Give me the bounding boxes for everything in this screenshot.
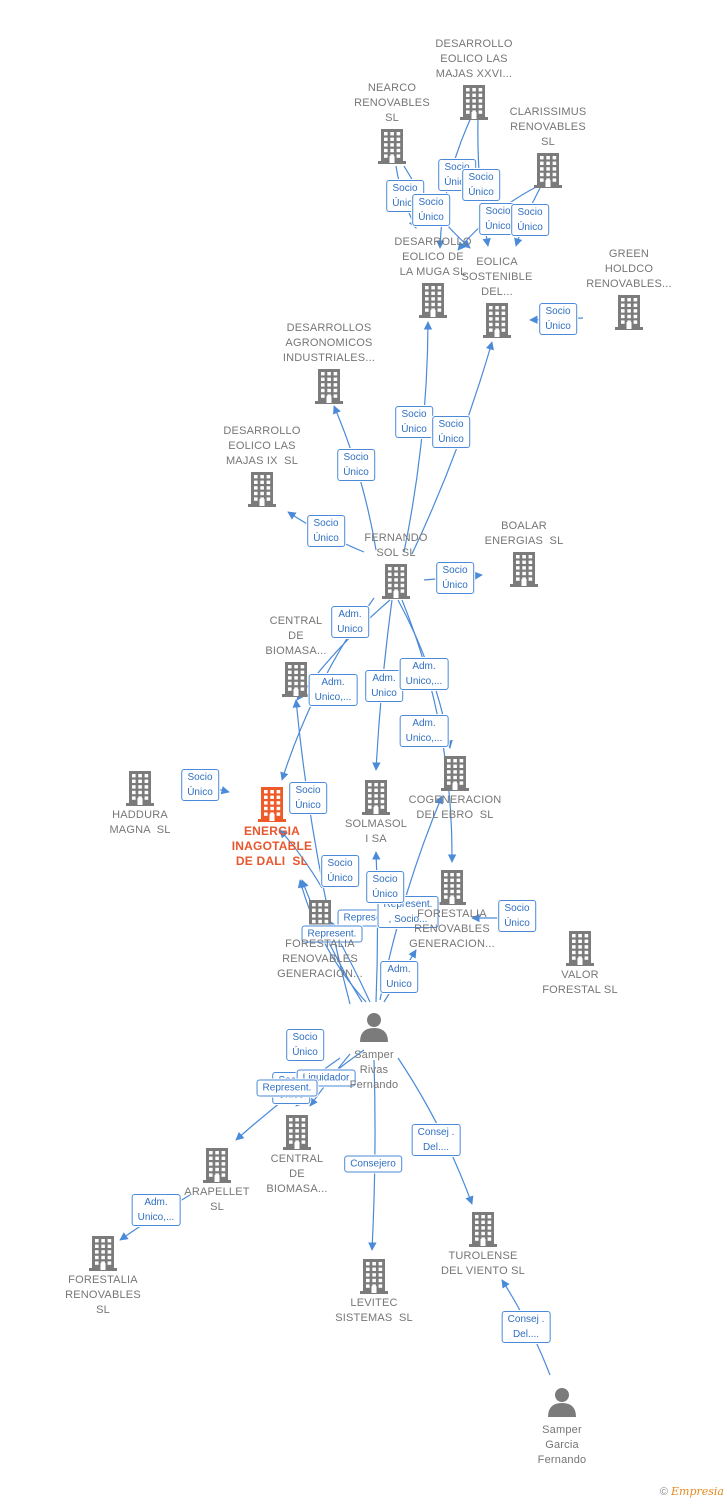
node-label-solmasol[interactable]: SOLMASOL I SA [344,818,408,845]
relation-edge-samper_rivas-to-energia_dali [297,879,367,1003]
relation-edge-forestalia_mid-to-energia_dali [279,829,323,889]
building-icon[interactable] [315,369,343,404]
relation-label[interactable]: Consej . Del.... [501,1311,551,1343]
person-icon[interactable] [360,1013,388,1042]
building-icon[interactable] [460,85,488,120]
relation-label[interactable]: Adm. Unico [331,606,369,638]
relation-edge-fernando_sol-to-eolica_sostenible [411,341,494,555]
building-icon[interactable] [438,870,466,905]
relation-label[interactable]: Socio Único [498,900,536,932]
building-icon[interactable] [282,662,310,697]
relation-label[interactable]: Adm. Unico,... [399,715,449,747]
relation-label[interactable]: Socio Único [395,406,433,438]
node-label-energia_dali[interactable]: ENERGIA INAGOTABLE DE DALI SL [231,824,313,868]
relation-label[interactable]: Socio Único [181,769,219,801]
node-label-forestalia_sl[interactable]: FORESTALIA RENOVABLES SL [65,1274,141,1316]
brand-logo: Empresia [671,1485,724,1498]
relation-label[interactable]: Adm. Unico,... [399,658,449,690]
relation-label[interactable]: Socio Único [412,194,450,226]
node-label-biomasa_bottom[interactable]: CENTRAL DE BIOMASA... [266,1153,328,1195]
building-icon[interactable] [258,787,286,822]
relation-label[interactable]: Represent. [301,925,363,943]
node-label-turolense[interactable]: TUROLENSE DEL VIENTO SL [441,1250,525,1277]
building-icon[interactable] [483,303,511,338]
node-label-valor_forestal[interactable]: VALOR FORESTAL SL [542,969,618,996]
relation-label[interactable]: Socio Único [307,515,345,547]
node-label-boalar[interactable]: BOALAR ENERGIAS SL [484,520,564,547]
relation-label[interactable]: Socio Único [321,855,359,887]
relation-label[interactable]: Socio Único [462,169,500,201]
relation-label[interactable]: Adm. Unico [380,961,418,993]
building-icon[interactable] [89,1236,117,1271]
relation-label[interactable]: Socio Único [511,204,549,236]
relation-label[interactable]: Represent. [256,1079,318,1097]
building-icon[interactable] [566,931,594,966]
building-icon[interactable] [378,129,406,164]
relation-label[interactable]: Socio Único [337,449,375,481]
relation-label[interactable]: Socio Único [289,782,327,814]
relation-label[interactable]: Adm. Unico [365,670,403,702]
building-icon[interactable] [419,283,447,318]
building-icon[interactable] [283,1115,311,1150]
building-icon[interactable] [126,771,154,806]
relation-label[interactable]: Adm. Unico,... [308,674,358,706]
relation-label[interactable]: Socio Único [436,562,474,594]
node-label-haddura[interactable]: HADDURA MAGNA SL [109,809,171,836]
relation-label[interactable]: Socio Único [366,871,404,903]
node-label-forestalia_mid[interactable]: FORESTALIA RENOVABLES GENERACION... [277,938,363,980]
relation-label[interactable]: Represent. , Socio... [377,896,439,928]
copyright-symbol: © [659,1486,668,1498]
node-label-samper_rivas[interactable]: Samper Rivas Fernando [349,1049,399,1091]
node-label-nearco[interactable]: NEARCO RENOVABLES SL [354,82,430,124]
person-icon[interactable] [548,1388,576,1417]
relation-label[interactable]: Socio Único [286,1029,324,1061]
building-icon[interactable] [510,552,538,587]
node-label-forestalia_right[interactable]: FORESTALIA RENOVABLES GENERACION... [409,908,495,950]
relation-label[interactable]: Adm. Unico,... [131,1194,181,1226]
relation-label[interactable]: Socio Único [479,203,517,235]
node-layer [89,85,643,1417]
node-label-majas_xxvi[interactable]: DESARROLLO EOLICO LAS MAJAS XXVI... [435,38,513,80]
node-label-clarissimus[interactable]: CLARISSIMUS RENOVABLES SL [509,106,587,148]
relation-edge-samper_rivas-to-levitec [368,1059,377,1251]
building-icon[interactable] [248,472,276,507]
node-label-muga[interactable]: DESARROLLO EOLICO DE LA MUGA SL [394,236,472,278]
relation-label[interactable]: Consej . Del.... [411,1124,461,1156]
relation-label[interactable]: Consejero [344,1155,402,1173]
building-icon[interactable] [362,780,390,815]
relation-label[interactable]: Socio Único [432,416,470,448]
node-label-fernando_sol[interactable]: FERNANDO SOL SL [364,532,428,559]
building-icon[interactable] [441,756,469,791]
node-label-majas_ix[interactable]: DESARROLLO EOLICO LAS MAJAS IX SL [223,425,301,467]
relation-edge-samper_rivas-to-biomasa_top [292,699,351,1005]
building-icon[interactable] [615,295,643,330]
building-icon[interactable] [360,1259,388,1294]
node-label-cogeneracion[interactable]: COGENERACION DEL EBRO SL [408,794,502,821]
relation-edge-samper_rivas-to-solmasol [372,851,381,1003]
node-label-arapellet[interactable]: ARAPELLET SL [184,1186,250,1213]
node-label-levitec[interactable]: LEVITEC SISTEMAS SL [335,1297,413,1324]
relation-edge-samper_rivas-to-forestalia_mid [300,879,363,1003]
node-label-agronomicos[interactable]: DESARROLLOS AGRONOMICOS INDUSTRIALES... [282,322,376,364]
credit[interactable]: © Empresia [660,1485,724,1498]
node-label-eolica_sostenible[interactable]: EOLICA SOSTENIBLE DEL... [461,256,533,298]
building-icon[interactable] [469,1212,497,1247]
node-label-green_holdco[interactable]: GREEN HOLDCO RENOVABLES... [586,248,672,290]
building-icon[interactable] [382,564,410,599]
node-label-samper_garcia[interactable]: Samper Garcia Fernando [537,1424,587,1466]
building-icon[interactable] [203,1148,231,1183]
relation-label[interactable]: Socio Único [539,303,577,335]
node-label-biomasa_top[interactable]: CENTRAL DE BIOMASA... [265,615,327,657]
building-icon[interactable] [534,153,562,188]
